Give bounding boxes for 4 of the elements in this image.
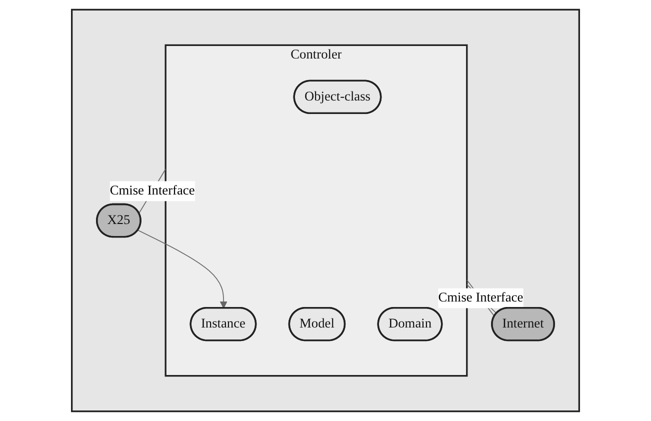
edge-label: Cmise Interface	[438, 290, 524, 305]
arrow	[138, 230, 228, 309]
cluster	[71, 8, 580, 412]
edge-label: Cmise Interface	[110, 184, 195, 198]
